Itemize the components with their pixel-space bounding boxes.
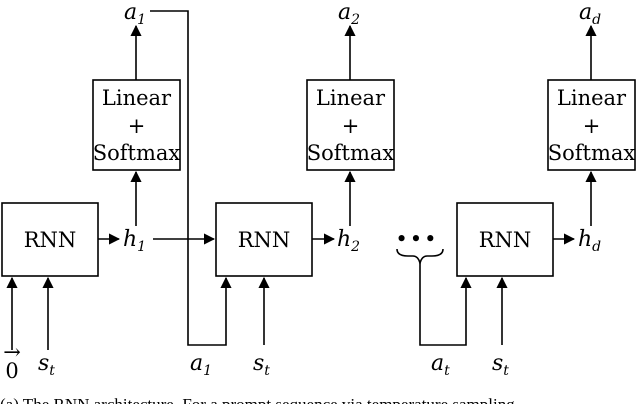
softmax-label: Softmax (93, 141, 181, 165)
linear-label: Linear (102, 86, 172, 110)
rnn-label: RNN (24, 228, 77, 252)
brace-icon (396, 248, 444, 266)
linear-label: Linear (557, 86, 627, 110)
input-a1-label: a1 (190, 351, 212, 379)
zero-vector-arrow: → (3, 340, 21, 364)
output-ad-label: ad (579, 0, 601, 28)
input-st-1-label: st (38, 351, 55, 379)
softmax-label: Softmax (548, 141, 636, 165)
rnn-label: RNN (238, 228, 291, 252)
plus-label: + (128, 114, 146, 138)
rnn-label: RNN (479, 228, 532, 252)
figure-caption: (a) The RNN architecture. For a prompt s… (0, 395, 515, 404)
hidden-hd-label: hd (578, 227, 601, 255)
hidden-h2-label: h2 (337, 227, 360, 255)
rnn-box-d: RNN (456, 202, 554, 277)
input-st-2-label: st (253, 351, 270, 379)
input-at-label: at (431, 351, 450, 379)
plus-label: + (583, 114, 601, 138)
output-a2-label: a2 (338, 0, 360, 28)
zero-vector-label: 0 (5, 359, 18, 383)
hidden-h1-label: h1 (123, 227, 146, 255)
feedback-loop-a1 (150, 10, 232, 346)
input-st-3-label: st (492, 351, 509, 379)
linear-softmax-box-2: Linear + Softmax (306, 79, 395, 171)
output-a1-label: a1 (124, 0, 146, 28)
linear-softmax-box-d: Linear + Softmax (547, 79, 636, 171)
ellipsis: ••• (395, 227, 438, 251)
rnn-box-1: RNN (1, 202, 99, 277)
linear-label: Linear (316, 86, 386, 110)
plus-label: + (342, 114, 360, 138)
rnn-box-2: RNN (215, 202, 313, 277)
linear-softmax-box-1: Linear + Softmax (92, 79, 181, 171)
softmax-label: Softmax (307, 141, 395, 165)
feedback-loop-at (419, 263, 472, 346)
